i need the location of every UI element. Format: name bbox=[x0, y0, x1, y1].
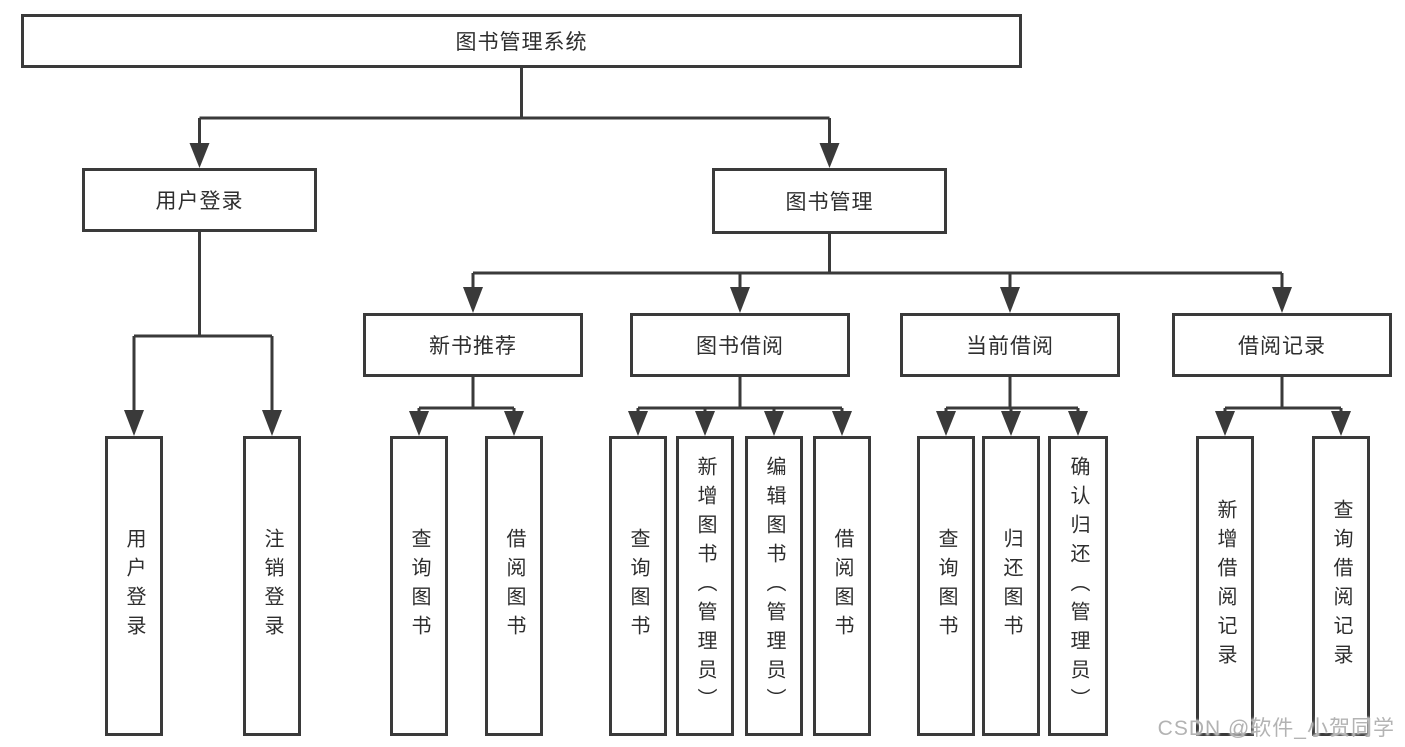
leaf-query-books-3-label: 查询图书 bbox=[935, 528, 957, 644]
arrowhead bbox=[189, 143, 210, 168]
csdn-watermark: CSDN @软件_小贺同学 bbox=[1157, 717, 1395, 740]
connector-user-login-branch bbox=[132, 232, 274, 411]
arrowhead bbox=[695, 411, 715, 436]
arrowhead bbox=[936, 411, 956, 436]
arrowhead bbox=[1001, 411, 1021, 436]
arrowhead bbox=[463, 287, 483, 313]
leaf-borrow-books: 借阅图书 bbox=[485, 436, 543, 736]
node-library-management-system: 图书管理系统 bbox=[21, 14, 1022, 68]
leaf-user-login: 用户登录 bbox=[105, 436, 163, 736]
connector-new-book-group bbox=[417, 377, 516, 411]
connector-borrow-record-group bbox=[1223, 377, 1343, 411]
arrowhead bbox=[1068, 411, 1088, 436]
leaf-confirm-return-admin-label: 确认归还（管理员） bbox=[1067, 455, 1089, 717]
node-book-borrow: 图书借阅 bbox=[630, 313, 850, 377]
arrowhead bbox=[1000, 287, 1020, 313]
leaf-edit-book-admin: 编辑图书（管理员） bbox=[745, 436, 803, 736]
leaf-query-books-label: 查询图书 bbox=[408, 528, 430, 644]
node-book-management: 图书管理 bbox=[712, 168, 947, 234]
connector-current-borrow-group bbox=[944, 377, 1080, 411]
leaf-query-borrow-record-label: 查询借阅记录 bbox=[1330, 499, 1352, 673]
arrowhead bbox=[1272, 287, 1292, 313]
connector-book-mgmt-branch bbox=[471, 234, 1284, 288]
leaf-return-book-label: 归还图书 bbox=[1000, 528, 1022, 644]
arrowhead bbox=[1331, 411, 1351, 436]
leaf-query-books: 查询图书 bbox=[390, 436, 448, 736]
arrowhead bbox=[504, 411, 524, 436]
arrowhead bbox=[124, 410, 144, 436]
leaf-confirm-return-admin: 确认归还（管理员） bbox=[1048, 436, 1108, 736]
leaf-add-borrow-record-label: 新增借阅记录 bbox=[1214, 499, 1236, 673]
leaf-user-login-label: 用户登录 bbox=[123, 528, 145, 644]
arrowhead bbox=[819, 143, 840, 168]
leaf-query-books-2-label: 查询图书 bbox=[627, 528, 649, 644]
connector-book-borrow-group bbox=[636, 377, 844, 411]
arrowhead bbox=[832, 411, 852, 436]
leaf-borrow-books-2-label: 借阅图书 bbox=[831, 528, 853, 644]
arrowhead bbox=[628, 411, 648, 436]
leaf-logout-label: 注销登录 bbox=[261, 528, 283, 644]
leaf-borrow-books-label: 借阅图书 bbox=[503, 528, 525, 644]
leaf-add-book-admin-label: 新增图书（管理员） bbox=[694, 455, 716, 717]
leaf-query-borrow-record: 查询借阅记录 bbox=[1312, 436, 1370, 736]
connector-root-to-level2 bbox=[198, 68, 831, 143]
leaf-add-borrow-record: 新增借阅记录 bbox=[1196, 436, 1254, 736]
node-user-login: 用户登录 bbox=[82, 168, 317, 232]
leaf-logout: 注销登录 bbox=[243, 436, 301, 736]
arrowhead bbox=[262, 410, 282, 436]
leaf-query-books-3: 查询图书 bbox=[917, 436, 975, 736]
arrowhead bbox=[764, 411, 784, 436]
arrowhead bbox=[730, 287, 750, 313]
leaf-return-book: 归还图书 bbox=[982, 436, 1040, 736]
leaf-query-books-2: 查询图书 bbox=[609, 436, 667, 736]
leaf-edit-book-admin-label: 编辑图书（管理员） bbox=[763, 455, 785, 717]
node-borrow-records: 借阅记录 bbox=[1172, 313, 1392, 377]
node-new-book-recommend: 新书推荐 bbox=[363, 313, 583, 377]
leaf-add-book-admin: 新增图书（管理员） bbox=[676, 436, 734, 736]
arrowhead bbox=[409, 411, 429, 436]
leaf-borrow-books-2: 借阅图书 bbox=[813, 436, 871, 736]
arrowhead bbox=[1215, 411, 1235, 436]
node-current-borrow: 当前借阅 bbox=[900, 313, 1120, 377]
